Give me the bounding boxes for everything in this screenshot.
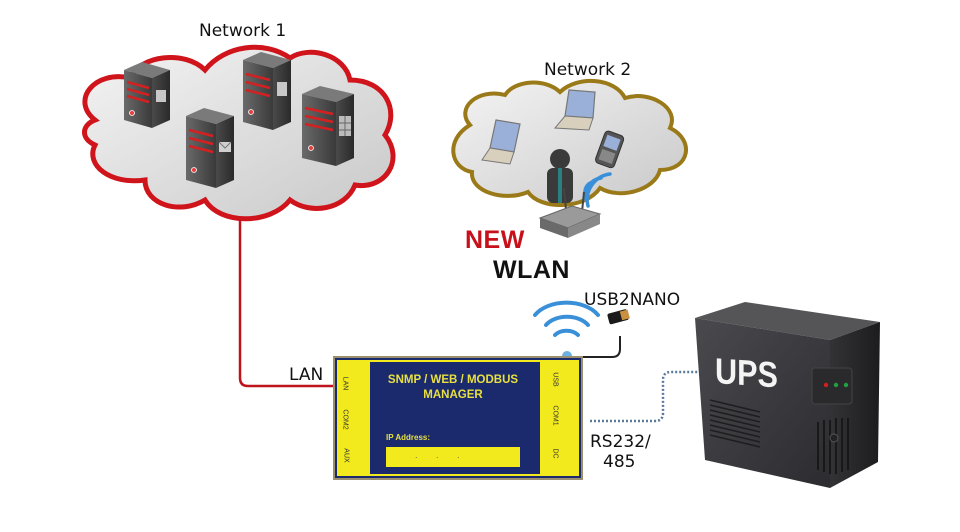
ip-address-field [386, 447, 520, 467]
wlan-badge: WLAN [493, 256, 570, 284]
database-icon [156, 90, 166, 102]
mail-icon [218, 141, 232, 152]
manager-device [333, 356, 583, 480]
ups-vent-grille [709, 399, 761, 448]
laptop-1 [481, 119, 521, 165]
ups-display-panel [811, 367, 853, 405]
port-label-dc: DC [551, 448, 559, 459]
ups-indicator-red [823, 382, 829, 388]
server-3 [186, 108, 234, 188]
ip-address-label: IP Address: [386, 433, 431, 442]
usb-cable [567, 336, 621, 358]
usb2nano-label: USB2NANO [584, 290, 681, 310]
web-grid-icon [339, 116, 351, 136]
user-figure [547, 149, 573, 203]
device-title-line1: SNMP / WEB / MODBUS [387, 374, 519, 386]
rs232-label: RS232/ [590, 432, 651, 452]
port-label-com2: COM2 [341, 409, 349, 430]
device-title-line2: MANAGER [423, 389, 483, 401]
ups-indicator-green [833, 382, 839, 388]
usb-nano-dongle [607, 309, 630, 325]
wireless-router [538, 187, 602, 238]
ups-label: UPS [715, 350, 778, 396]
network2-cloud [451, 79, 688, 207]
server-2 [243, 52, 291, 130]
ip-address-value: . . . [415, 450, 468, 460]
lan-label: LAN [289, 365, 324, 385]
port-label-com1: COM1 [551, 405, 559, 426]
network2-label: Network 2 [544, 60, 632, 80]
server-4 [302, 86, 354, 166]
network1-label: Network 1 [199, 21, 287, 41]
port-label-aux: AUX [342, 448, 350, 463]
serial-cable [590, 370, 700, 423]
ups-unit [695, 302, 880, 488]
wifi-signal-icon [583, 172, 612, 208]
lan-cable [238, 220, 338, 388]
port-label-usb: USB [551, 372, 559, 387]
database-icon [277, 82, 287, 96]
ups-side-vents [817, 418, 849, 474]
smartphone [594, 130, 625, 169]
laptop-2 [553, 89, 596, 131]
new-badge: NEW [465, 226, 525, 254]
ups-power-button [829, 433, 839, 443]
server-1 [124, 62, 170, 128]
ups-indicator-green [843, 382, 849, 388]
device-title: SNMP / WEB / MODBUS MANAGER [378, 373, 528, 403]
usb-wifi-signal-icon [533, 300, 600, 337]
port-label-lan: LAN [341, 376, 349, 391]
rs485-label: 485 [603, 452, 636, 472]
